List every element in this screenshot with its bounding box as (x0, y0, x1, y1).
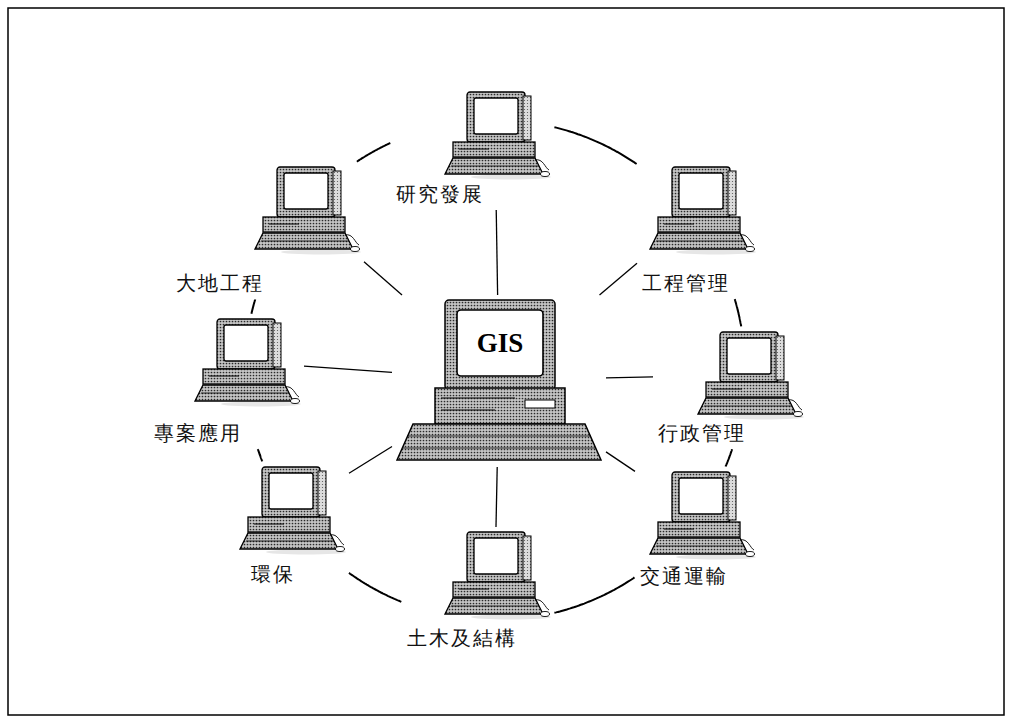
computer-icon (234, 465, 346, 555)
department-computer: 大地工程 (174, 165, 361, 296)
department-computer: 專案應用 (152, 317, 301, 446)
ring-line (554, 577, 634, 612)
spoke-line (304, 366, 392, 372)
computer-icon (249, 165, 361, 255)
spoke-line (496, 210, 497, 295)
ring-line (258, 449, 263, 461)
spoke-line (606, 452, 635, 471)
spoke-line (606, 376, 653, 378)
ring-line (251, 300, 255, 314)
computer-icon (644, 165, 756, 255)
department-label: 工程管理 (642, 271, 730, 295)
computer-icon (439, 90, 551, 180)
ring-line (735, 299, 742, 326)
spoke-line (364, 262, 402, 295)
department-computer: 環保 (234, 465, 346, 587)
screen-label: GIS (477, 330, 524, 357)
department-label: 研究發展 (396, 182, 484, 206)
department-label: 專案應用 (154, 421, 242, 445)
department-computer: 研究發展 (394, 90, 551, 207)
ring-line (554, 127, 636, 164)
computer-icon (644, 470, 756, 560)
ring-line (726, 449, 733, 466)
computer-icon (189, 317, 301, 407)
ring-line (357, 143, 391, 162)
department-label: 環保 (251, 562, 295, 586)
department-computer: 土木及結構 (405, 530, 551, 651)
department-label: 大地工程 (176, 271, 264, 295)
spoke-line (349, 447, 392, 474)
department-computer: 交通運輸 (638, 470, 756, 589)
department-label: 交通運輸 (640, 564, 728, 588)
department-computer: 工程管理 (640, 165, 756, 296)
computer-icon (692, 330, 804, 420)
computer-icon (439, 530, 551, 620)
gis-computer: GIS (395, 298, 603, 464)
department-computer: 行政管理 (656, 330, 804, 446)
computer-icon (395, 298, 603, 464)
spoke-line (600, 263, 638, 295)
spoke-line (496, 467, 497, 527)
department-label: 土木及結構 (407, 626, 517, 650)
ring-line (349, 573, 401, 602)
department-label: 行政管理 (658, 421, 746, 445)
